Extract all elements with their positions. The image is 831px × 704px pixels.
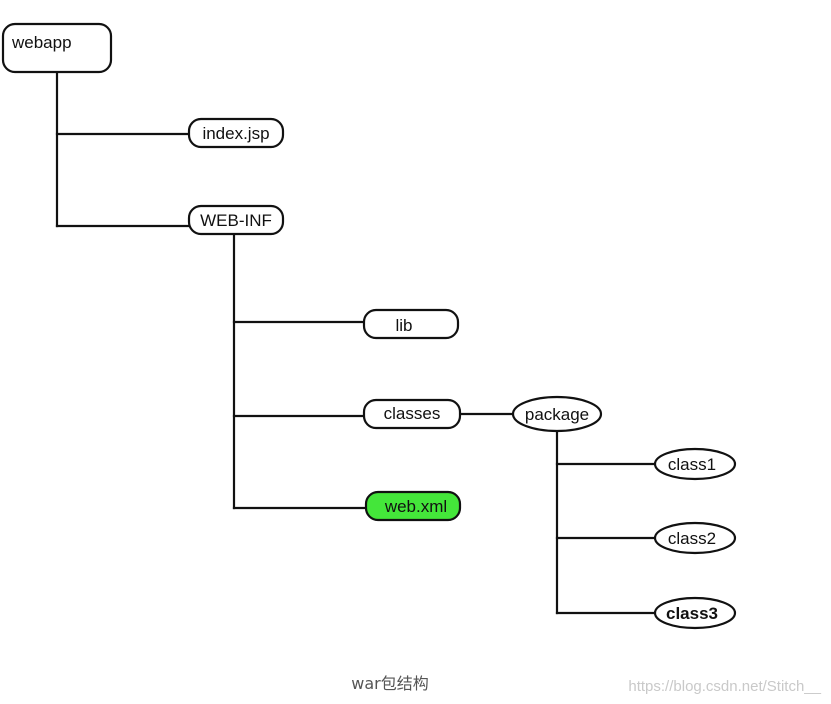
edges bbox=[55, 72, 657, 615]
node-package-ellipse bbox=[511, 395, 603, 433]
node-package: package bbox=[511, 395, 603, 433]
node-lib: lib bbox=[362, 308, 460, 340]
node-web-inf-box bbox=[187, 204, 285, 236]
node-class2: class2 bbox=[653, 521, 737, 555]
node-web-xml-label: web.xml bbox=[384, 497, 447, 516]
diagram-caption: war包结构 bbox=[351, 674, 429, 693]
node-class2-ellipse bbox=[653, 521, 737, 555]
node-index-jsp: index.jsp bbox=[187, 117, 285, 149]
node-web-xml: web.xml bbox=[364, 490, 462, 522]
node-index-jsp-box bbox=[187, 117, 285, 149]
node-class3-ellipse bbox=[653, 596, 737, 630]
node-class3-label: class3 bbox=[666, 604, 718, 623]
node-class1-ellipse bbox=[653, 447, 737, 481]
node-webapp-box bbox=[1, 22, 113, 74]
node-classes-box bbox=[362, 398, 462, 430]
node-web-xml-box bbox=[364, 490, 462, 522]
node-package-label: package bbox=[525, 405, 589, 424]
node-webapp-label: webapp bbox=[11, 33, 72, 52]
node-classes-label: classes bbox=[384, 404, 441, 423]
node-class3: class3 bbox=[653, 596, 737, 630]
node-webapp: webapp bbox=[1, 22, 113, 74]
node-web-inf: WEB-INF bbox=[187, 204, 285, 236]
node-class1-label: class1 bbox=[668, 455, 716, 474]
node-class2-label: class2 bbox=[668, 529, 716, 548]
node-lib-box bbox=[362, 308, 460, 340]
node-class1: class1 bbox=[653, 447, 737, 481]
node-lib-label: lib bbox=[395, 316, 412, 335]
node-index-jsp-label: index.jsp bbox=[202, 124, 269, 143]
node-classes: classes bbox=[362, 398, 462, 430]
node-web-inf-label: WEB-INF bbox=[200, 211, 272, 230]
watermark-url: https://blog.csdn.net/Stitch__ bbox=[628, 678, 821, 695]
